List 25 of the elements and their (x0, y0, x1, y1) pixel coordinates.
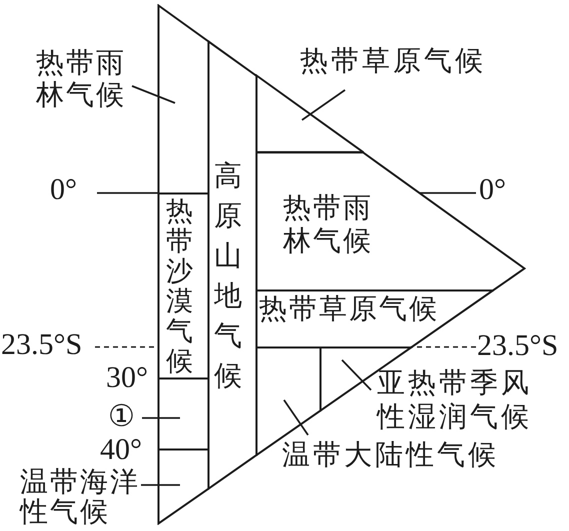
callout-number: ① (108, 401, 135, 433)
latitude-label: 40° (100, 435, 142, 465)
latitude-label: 0° (50, 175, 77, 205)
latitude-line (410, 346, 476, 348)
leader-line (301, 89, 346, 121)
climate-zone-label: 热带沙漠气候 (166, 196, 193, 376)
climate-zone-label: 温带海洋性气候 (20, 468, 144, 528)
leader-line (283, 399, 309, 436)
leader-line (142, 417, 180, 419)
latitude-line (420, 192, 476, 194)
climate-zone-label: 热带草原气候 (300, 46, 486, 78)
climate-zone-label: 热带雨林气候 (283, 192, 374, 258)
leader-line (141, 484, 180, 486)
climate-zone-label: 热带草原气候 (259, 296, 439, 324)
latitude-label: 23.5°S (1, 330, 82, 360)
climate-zone-label: 亚热带季风性湿润气候 (377, 367, 537, 435)
climate-zone-label: 温带大陆性气候 (282, 440, 499, 472)
leader-line (341, 359, 372, 391)
leader-line (132, 85, 176, 104)
climate-zone-label: 高原山地气候 (214, 160, 242, 394)
latitude-label: 0° (479, 175, 506, 205)
latitude-line (97, 192, 158, 194)
latitude-label: 30° (106, 363, 148, 393)
latitude-label: 23.5°S (477, 331, 558, 361)
climate-zone-label: 热带雨林气候 (36, 48, 132, 112)
